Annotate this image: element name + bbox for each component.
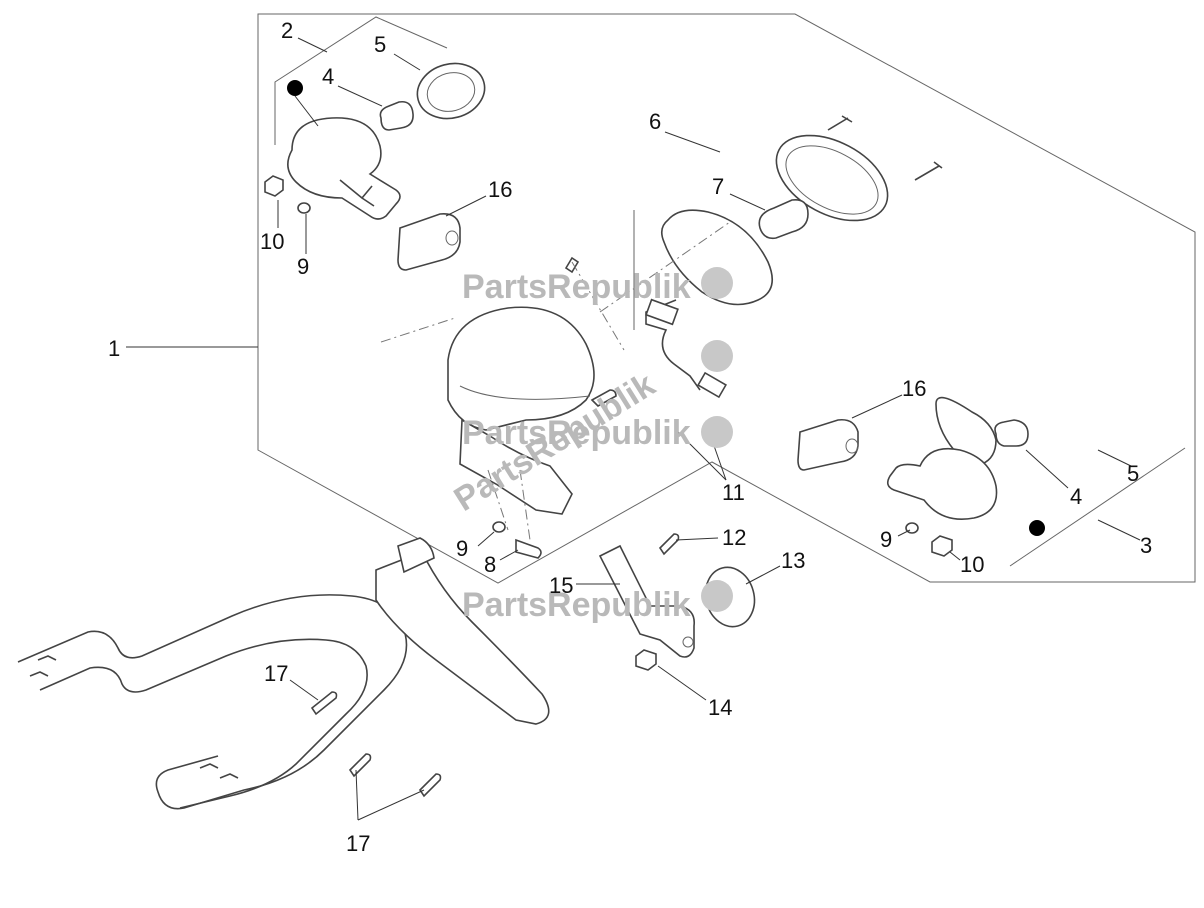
rear-frame-group xyxy=(17,537,550,810)
callout-5-left: 5 xyxy=(374,32,386,57)
subgroup-3-outline xyxy=(1009,447,1186,567)
callout-17-lower: 17 xyxy=(346,831,370,856)
callout-1: 1 xyxy=(108,336,120,361)
nut-14 xyxy=(635,649,657,671)
watermark-text: PartsRepublik xyxy=(462,268,691,306)
tail-lamp-housing xyxy=(660,209,774,306)
tail-bulb xyxy=(758,198,809,240)
callout-10-right: 10 xyxy=(960,552,984,577)
callout-2: 2 xyxy=(281,18,293,43)
callout-16-right: 16 xyxy=(902,376,926,401)
callout-3: 3 xyxy=(1140,533,1152,558)
callout-10-left: 10 xyxy=(260,229,284,254)
nut-left xyxy=(264,175,284,197)
nut-right xyxy=(931,535,953,557)
connector-lower xyxy=(697,371,727,399)
screw-12 xyxy=(658,533,680,556)
dash-center-2 xyxy=(571,221,731,351)
gear-icon xyxy=(701,416,733,448)
bulb-left xyxy=(379,100,414,131)
plate-holder-arm xyxy=(397,537,435,574)
bulb-right xyxy=(994,419,1029,447)
left-indicator-group xyxy=(264,62,486,271)
callout-7: 7 xyxy=(712,174,724,199)
rear-cover-shell xyxy=(447,306,595,431)
pin-center xyxy=(564,256,580,274)
dash-center-1 xyxy=(380,317,456,343)
callout-8: 8 xyxy=(484,552,496,577)
watermark-text: PartsRepublik xyxy=(462,414,691,452)
watermark-1: PartsRepublik xyxy=(462,267,733,306)
callout-13: 13 xyxy=(781,548,805,573)
indicator-body-left xyxy=(287,117,401,220)
rear-light-cover-group xyxy=(380,221,731,559)
assembly-outline xyxy=(257,13,1196,584)
bolt-17-c xyxy=(418,773,442,798)
washer-left xyxy=(297,202,311,214)
bracket-15 xyxy=(598,544,696,658)
marker-dot-right xyxy=(1029,520,1045,536)
callout-5-right: 5 xyxy=(1127,461,1139,486)
callout-9-center: 9 xyxy=(456,536,468,561)
rear-frame-tube-inner xyxy=(39,638,368,809)
watermark-4 xyxy=(701,340,733,372)
washer-9-center xyxy=(492,521,506,533)
gear-icon xyxy=(701,580,733,612)
tail-lamp-trim-ring xyxy=(775,134,889,222)
bolt-17-b xyxy=(348,753,372,778)
watermark-3: PartsRepublik xyxy=(462,580,733,624)
screw-8 xyxy=(515,538,542,559)
rear-frame-tube xyxy=(17,594,408,810)
callout-6: 6 xyxy=(649,109,661,134)
grommet-hole-left xyxy=(445,230,459,246)
marker-dot-left xyxy=(287,80,303,96)
right-indicator-group xyxy=(797,396,1045,557)
lens-ring-left xyxy=(416,62,486,120)
grommet-16-left xyxy=(397,212,461,271)
callout-15: 15 xyxy=(549,573,573,598)
lens-ring-left-inner xyxy=(426,72,476,112)
callout-4-left: 4 xyxy=(322,64,334,89)
plate-holder xyxy=(375,550,550,725)
gear-icon xyxy=(701,267,733,299)
bolt-17-a xyxy=(310,691,338,716)
screw-11 xyxy=(590,389,617,407)
indicator-body-right xyxy=(886,447,998,520)
callout-14: 14 xyxy=(708,695,732,720)
dash-center-3 xyxy=(487,469,531,541)
callout-11: 11 xyxy=(722,480,745,505)
frame-studs-left xyxy=(29,655,239,779)
callout-labels: 1 2 3 4 4 5 5 6 7 8 9 9 9 10 10 11 12 13… xyxy=(108,18,1152,856)
callout-16-left: 16 xyxy=(488,177,512,202)
callout-17-upper: 17 xyxy=(264,661,288,686)
watermark-2: PartsRepublik xyxy=(462,414,733,452)
indicator-stalk-left xyxy=(339,179,375,207)
leader-lines xyxy=(126,37,1141,821)
callout-4-right: 4 xyxy=(1070,484,1082,509)
gear-icon xyxy=(701,340,733,372)
connector-upper xyxy=(645,298,679,326)
tail-lamp-trim-inner xyxy=(785,145,879,215)
callout-12: 12 xyxy=(722,525,746,550)
watermark-text: PartsRepublik xyxy=(462,586,691,624)
subgroup-2-outline xyxy=(274,16,448,145)
bracket-hole xyxy=(682,636,694,648)
callout-9-left: 9 xyxy=(297,254,309,279)
grommet-16-right xyxy=(797,418,859,471)
tail-lamp-group xyxy=(645,115,943,399)
screw-lower xyxy=(914,161,943,181)
rear-cover-reflector xyxy=(459,385,591,400)
screw-upper xyxy=(827,115,853,131)
tail-lamp-wire xyxy=(645,299,701,391)
grommet-hole-right xyxy=(845,438,859,454)
rear-cover-lower xyxy=(459,418,573,515)
callout-9-right: 9 xyxy=(880,527,892,552)
